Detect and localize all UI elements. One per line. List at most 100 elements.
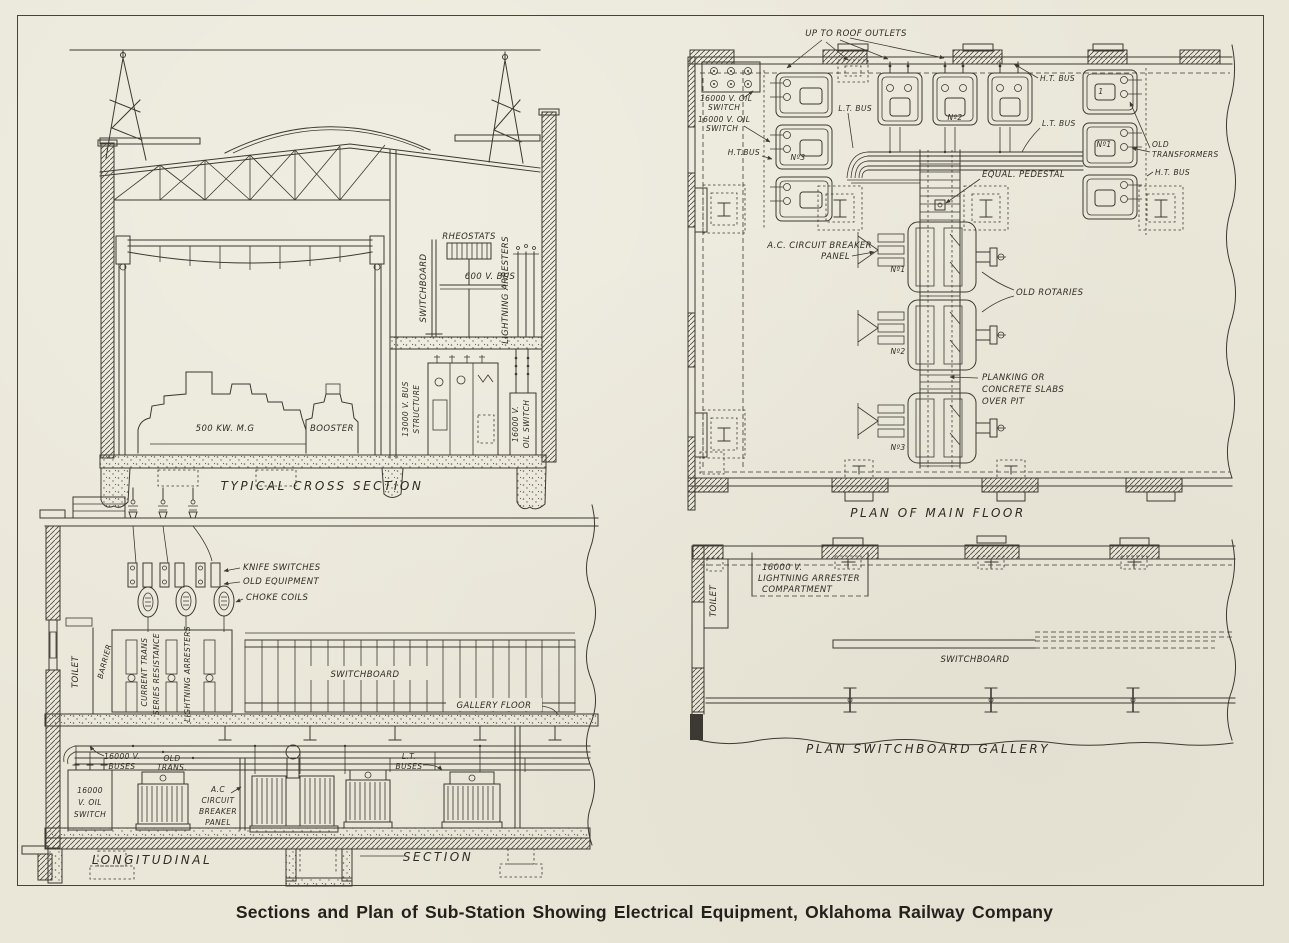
cubicle-no3-label: Nº3 <box>790 153 805 162</box>
page-border-frame <box>17 15 1264 886</box>
oil-switch-a-label-2: SWITCH <box>708 103 740 112</box>
bus-run <box>846 127 1084 184</box>
center-channel-and-rotaries <box>857 149 1006 469</box>
pedestal <box>963 185 1009 231</box>
choke-coils <box>137 585 235 632</box>
cubicle <box>932 61 978 126</box>
bushing <box>128 499 138 519</box>
toilet-room <box>703 559 729 629</box>
planking-label-3: OVER PIT <box>982 397 1025 407</box>
oil-switch-panel <box>701 61 761 93</box>
oil-switch-label-2: OIL SWITCH <box>522 400 531 449</box>
left-cubicle-stack <box>763 70 833 230</box>
ht-bus-right-label: H.T. BUS <box>1155 168 1190 177</box>
switchboard-label: SWITCHBOARD <box>330 670 399 680</box>
gallery-equipment <box>65 617 233 715</box>
gallery-edge-rail <box>705 687 1236 713</box>
pedestal <box>1138 185 1184 231</box>
roof-truss <box>113 144 391 201</box>
walls <box>97 108 560 463</box>
motor-generator-label: 500 KW. M.G <box>196 424 255 434</box>
gallery-floor-label: GALLERY FLOOR <box>457 701 532 711</box>
cubicle <box>1082 174 1142 220</box>
switchboard-label: SWITCHBOARD <box>940 655 1009 665</box>
gallery-walls <box>690 535 1236 746</box>
knife-switches <box>127 562 221 588</box>
oil-switch-label-1: 16000 V. <box>511 406 520 442</box>
rheostat-box <box>446 242 492 260</box>
oil-switch-label-3: SWITCH <box>74 810 106 819</box>
lt-bus-right-label: L.T. BUS <box>1042 119 1076 128</box>
ground-and-footings <box>21 827 591 887</box>
ac-breaker-machine <box>235 744 339 833</box>
arrester-label-2: LIGHTNING ARRESTER <box>758 574 860 584</box>
ht-bus-top-label: H.T. BUS <box>1040 74 1075 83</box>
choke-coils-label: CHOKE COILS <box>246 593 309 603</box>
longitudinal-section-drawing: KNIFE SWITCHES OLD EQUIPMENT CHOKE COILS… <box>21 487 599 887</box>
cubicle <box>987 61 1033 126</box>
plan-main-floor-title: PLAN OF MAIN FLOOR <box>850 506 1025 520</box>
bus-structure-label-1: 13000 V. BUS <box>401 381 410 436</box>
transformer-bank-3 <box>441 771 503 829</box>
ac-breaker-label-2: PANEL <box>821 252 850 262</box>
old-transformers-label-2: TRANSFORMERS <box>1152 150 1219 159</box>
old-trans-label-2: TRANS. <box>157 763 187 772</box>
right-cubicle-stack <box>1082 68 1147 235</box>
rotary-no3-label: Nº3 <box>890 443 905 452</box>
lt-buses-label-2: BUSES <box>396 762 423 771</box>
pedestal <box>817 185 863 231</box>
oil-switch-b-label-1: 16000 V. OIL <box>698 115 750 124</box>
oil-switch-a-label-1: 16000 V. OIL <box>700 94 752 103</box>
equal-pedestal-label: EQUAL. PEDESTAL <box>982 170 1065 180</box>
lightning-arrester-stacks <box>513 244 539 338</box>
series-resistance-label: SERIES RESISTANCE <box>152 633 161 715</box>
bushing <box>188 499 198 519</box>
switchboard-label: SWITCHBOARD <box>419 253 429 322</box>
gallery-floor <box>44 713 599 741</box>
plan-main-floor-labels: UP TO ROOF OUTLETS 16000 V. OIL SWITCH 1… <box>698 29 1219 520</box>
buses-16000-label-1: 16000 V. <box>104 752 140 761</box>
up-to-roof-outlets-label: UP TO ROOF OUTLETS <box>805 29 907 39</box>
rotary-converter-no2 <box>857 299 1006 371</box>
buses-16000-label-2: BUSES <box>109 762 136 771</box>
planking-label-2: CONCRETE SLABS <box>982 385 1064 395</box>
gallery-title: PLAN SWITCHBOARD GALLERY <box>806 742 1050 756</box>
column-pedestals <box>817 185 1184 477</box>
bushing <box>158 499 168 519</box>
lt-buses-label-1: L.T. <box>402 752 416 761</box>
equalizer-pedestal <box>934 199 946 211</box>
roof-and-monitor <box>99 126 541 177</box>
old-rotaries-label: OLD ROTARIES <box>1016 288 1084 298</box>
current-trans-label: CURRENT TRANS <box>140 638 149 707</box>
toilet-label: TOILET <box>709 585 719 617</box>
ac-breaker-label-1: A.C. CIRCUIT BREAKER <box>766 241 872 251</box>
ac-panel-label-2: CIRCUIT <box>202 796 236 805</box>
plan-switchboard-gallery-drawing: TOILET 16000 V. LIGHTNING ARRESTER COMPA… <box>690 535 1236 756</box>
switchboard-plan <box>832 631 1232 649</box>
gallery-pedestals <box>706 555 1148 572</box>
cross-section-title: TYPICAL CROSS SECTION <box>221 479 424 493</box>
oil-switch-label-2: V. OIL <box>78 798 102 807</box>
basement-bus-lines <box>63 744 591 774</box>
arrester-label-3: COMPARTMENT <box>762 585 833 595</box>
cubicle-no2-label: Nº2 <box>947 113 962 122</box>
wall-pedestal-niches <box>694 184 746 475</box>
rheostats-label: RHEOSTATS <box>442 232 496 242</box>
old-equipment-label: OLD EQUIPMENT <box>243 577 319 587</box>
transformer-bank-2 <box>343 769 393 829</box>
ht-bus-left-label: H.T.BUS <box>728 148 760 157</box>
toilet-label: TOILET <box>71 656 81 688</box>
traveling-crane <box>115 235 385 456</box>
cubicle <box>770 72 833 118</box>
arrester-label-1: 16000 V. <box>762 563 802 573</box>
booster-label: BOOSTER <box>310 424 354 434</box>
lightning-arresters-label: LIGHTNING ARRESTERS <box>183 626 192 722</box>
longitudinal-title-1: LONGITUDINAL <box>92 853 212 867</box>
ac-panel-label-4: PANEL <box>205 818 231 827</box>
bus-structure-13000v <box>423 355 503 456</box>
ac-panel-label-1: A.C <box>210 785 225 794</box>
rotary-converter-no1 <box>857 221 1006 293</box>
cubicle <box>1082 122 1142 168</box>
barrier-label: BARRIER <box>96 643 114 680</box>
roof-bushings <box>128 487 213 564</box>
